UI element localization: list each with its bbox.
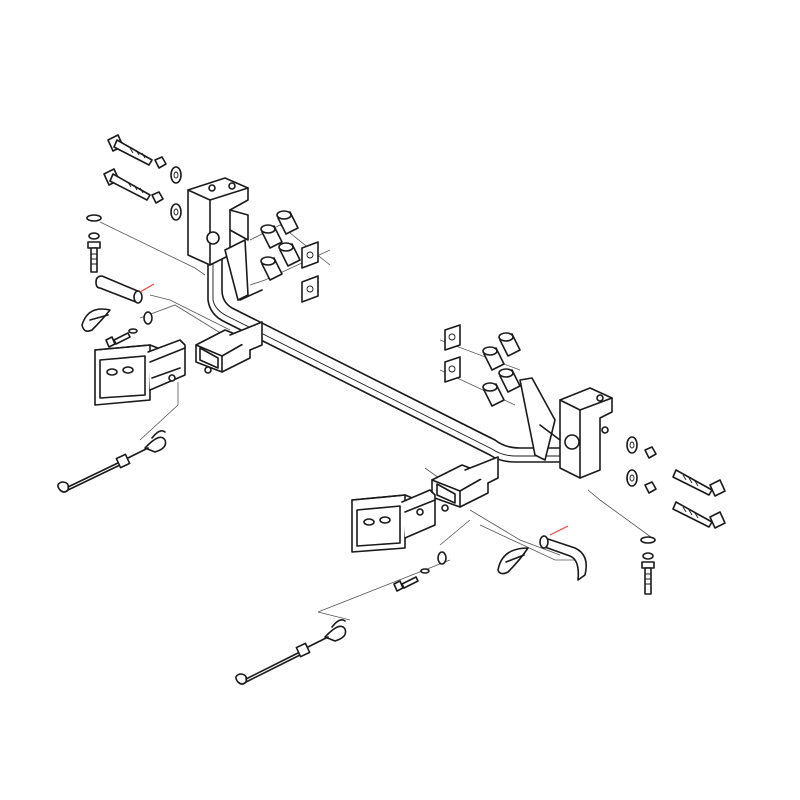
square-nut-icon	[444, 324, 461, 383]
bolt-icon	[672, 469, 726, 497]
vertical-bolt-icon	[86, 214, 102, 273]
clip-icon	[497, 547, 529, 575]
safety-cable-icon	[57, 430, 167, 493]
nut-icon	[151, 156, 167, 204]
vertical-bolt-icon	[640, 536, 656, 595]
pin-icon	[539, 525, 588, 581]
right-receiver-icon	[431, 456, 499, 512]
safety-cable-icon	[235, 619, 347, 685]
right-tow-bracket-icon	[351, 489, 436, 553]
small-bolt-icon	[393, 551, 447, 592]
washer-icon	[170, 166, 182, 221]
small-bolt-icon	[105, 311, 153, 348]
spacer-icon	[260, 210, 301, 281]
left-bracket-icon	[187, 177, 263, 301]
washer-icon	[626, 436, 638, 487]
left-receiver-icon	[195, 321, 263, 374]
bolt-icon	[103, 168, 151, 201]
bolt-icon	[107, 134, 153, 166]
left-tow-bracket-icon	[94, 339, 186, 406]
right-bracket-icon	[519, 377, 613, 479]
clip-icon	[81, 308, 111, 332]
crossbar-icon	[207, 257, 576, 463]
pin-icon	[95, 275, 155, 304]
spacer-icon	[482, 332, 521, 407]
bolt-icon	[672, 501, 726, 529]
nut-icon	[644, 446, 657, 494]
square-nut-icon	[301, 241, 319, 303]
